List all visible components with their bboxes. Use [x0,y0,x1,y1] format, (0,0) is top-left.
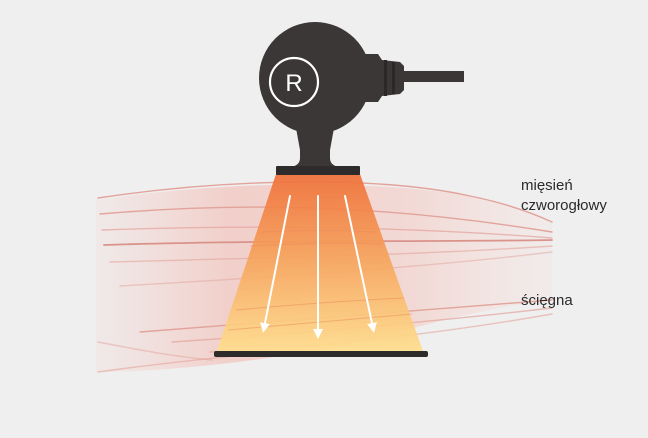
arrow-right [344,195,377,333]
device-logo: R [268,56,320,108]
tendon-label: ścięgna [521,292,573,309]
arrow-left [260,195,291,333]
muscle-label: mięsień czworogłowy [521,176,607,216]
bottom-plate [214,351,428,357]
device-cable [380,71,464,82]
beam-fiber-overlay [227,230,413,331]
device-base [276,166,360,175]
wave-arrows [260,195,377,339]
device-foot [280,158,350,168]
ultrasound-device [259,22,464,175]
muscle-fibers [97,181,553,287]
device-neck [296,128,334,160]
device-head [259,22,371,134]
muscle-label-line2: czworogłowy [521,197,607,214]
device-logo-letter: R [285,70,302,97]
muscle-label-line1: mięsień [521,177,573,194]
